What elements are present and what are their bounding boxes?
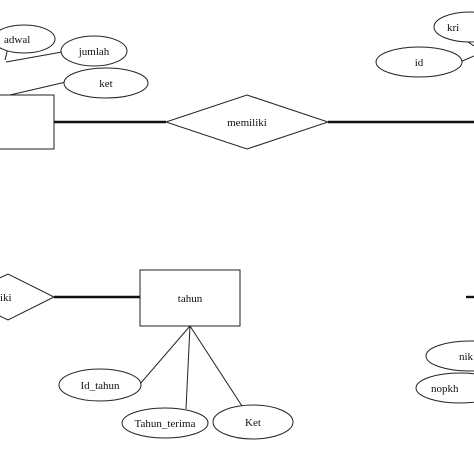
attribute-jumlah (60, 35, 128, 67)
attribute-kri-label: kri (447, 22, 459, 34)
relationship-left-partial (0, 273, 56, 321)
attribute-nopkh-label: nopkh (431, 383, 459, 395)
relationship-memiliki-label: memiliki (227, 117, 267, 129)
attribute-tahun-terima-label: Tahun_terima (135, 418, 196, 430)
relationship-memiliki (164, 94, 330, 150)
attribute-id (375, 46, 463, 78)
entity-box-top-left (0, 94, 55, 150)
attribute-ket-bottom-label: Ket (245, 417, 261, 429)
attribute-nik-label: nik (459, 351, 474, 363)
attribute-tahun-terima (121, 407, 209, 439)
connector-entity-ket (9, 81, 67, 96)
entity-tahun (139, 269, 241, 327)
attribute-jumlah-label: jumlah (78, 46, 110, 58)
attribute-id-tahun (58, 368, 142, 402)
connector-entity-jumlah (5, 51, 63, 63)
attribute-kri (433, 11, 474, 43)
attribute-id-tahun-label: Id_tahun (80, 380, 120, 392)
attribute-jadwal-label: adwal (4, 34, 30, 46)
attribute-ket-top (63, 67, 149, 99)
attribute-jadwal (0, 24, 56, 54)
entity-tahun-label: tahun (178, 293, 203, 305)
connector-tahun-id-tahun (139, 325, 191, 385)
attribute-nopkh (415, 372, 474, 404)
connector-tahun-tahun-terima (185, 325, 191, 410)
attribute-id-label: id (415, 57, 424, 69)
attribute-ket-bottom (212, 404, 294, 440)
attribute-nik (425, 340, 474, 372)
attribute-ket-top-label: ket (99, 78, 112, 90)
relationship-left-partial-label: iki (0, 292, 12, 304)
connector-tahun-ket (189, 325, 243, 407)
